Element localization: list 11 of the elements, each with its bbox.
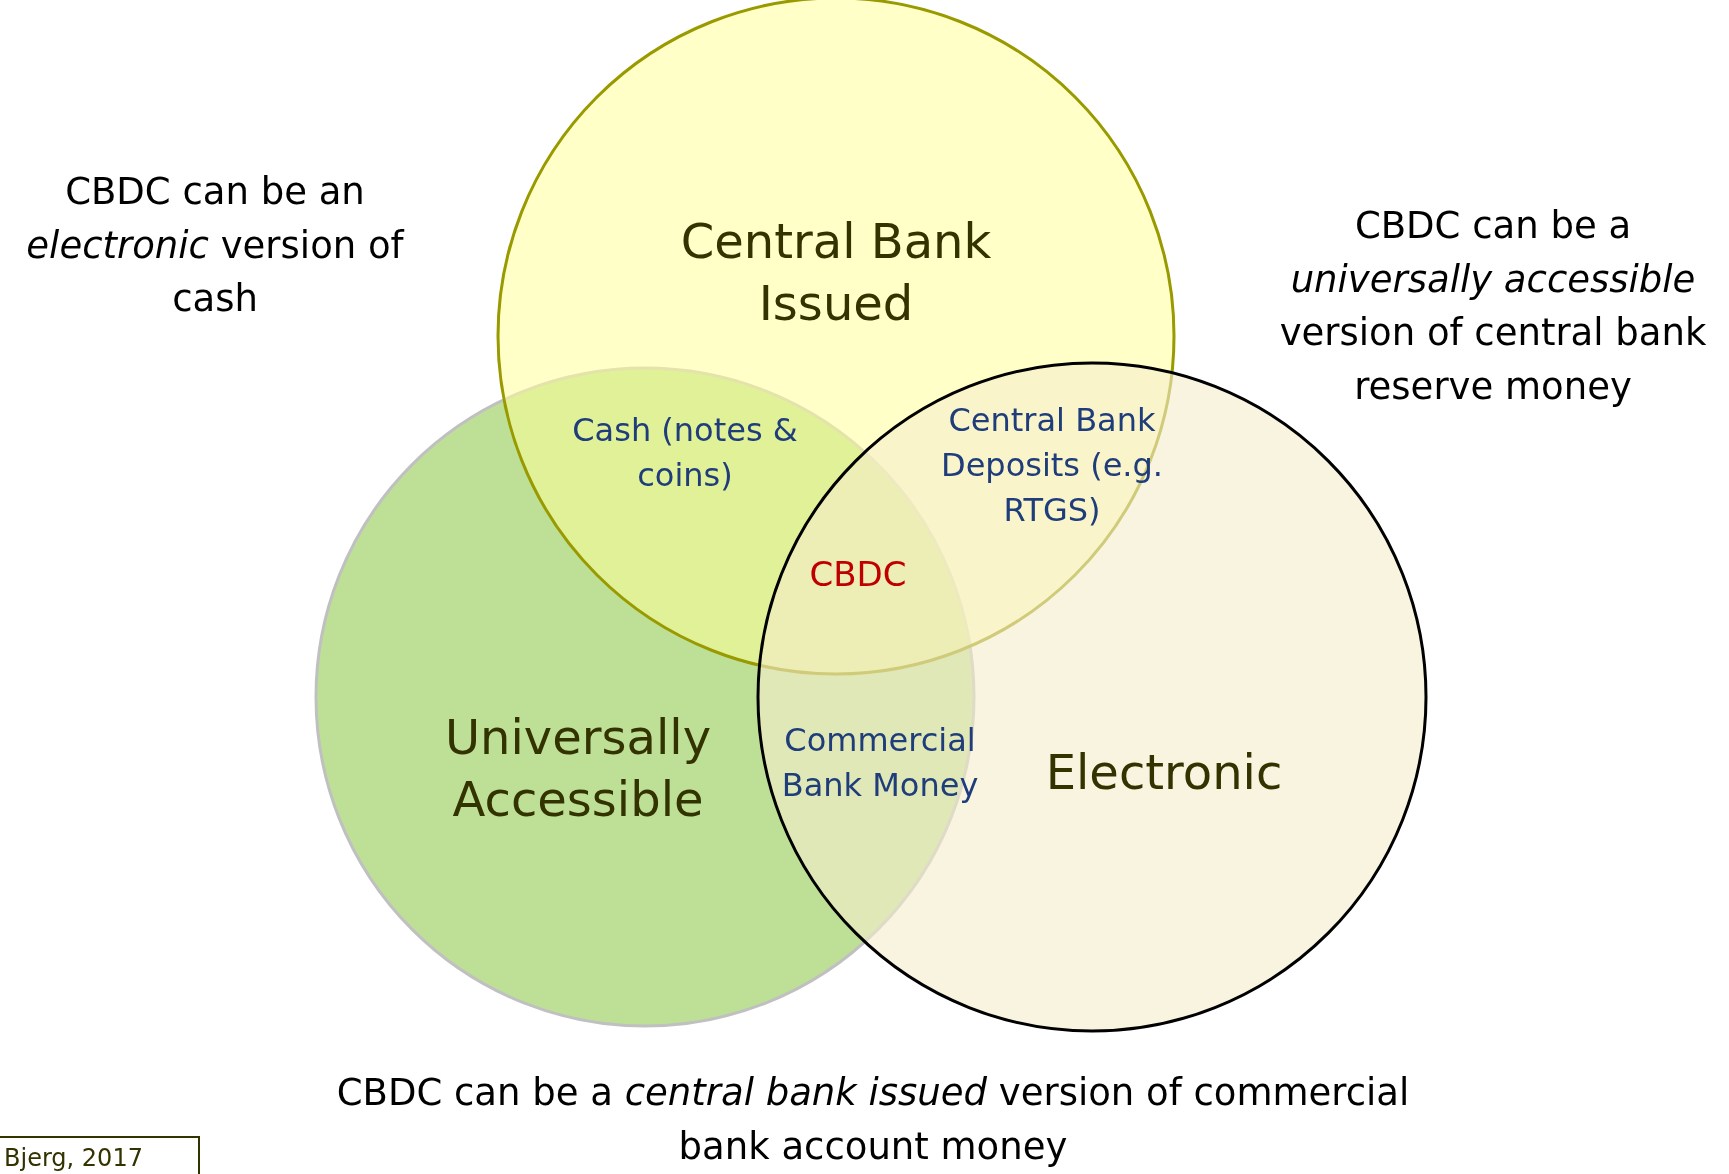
source-box: Bjerg, 2017 <box>0 1136 200 1174</box>
overlap-label: Cash (notes & coins) <box>545 408 825 498</box>
circle-label: Central Bank Issued <box>679 211 993 333</box>
overlap-label: Commercial Bank Money <box>780 718 980 808</box>
annotation-text: CBDC can be a central bank issued version of commercial bank account money <box>335 1070 1411 1170</box>
circle-label: Universally Accessible <box>443 707 713 829</box>
annotation-text: CBDC can be a universally accessible version of central bank reserve money <box>1278 202 1708 410</box>
circle-label: Electronic <box>1044 742 1284 802</box>
annotation-text: CBDC can be an electronic version of cash <box>25 168 406 322</box>
overlap-label: CBDC <box>778 551 938 599</box>
overlap-label: Central Bank Deposits (e.g. RTGS) <box>922 397 1182 533</box>
